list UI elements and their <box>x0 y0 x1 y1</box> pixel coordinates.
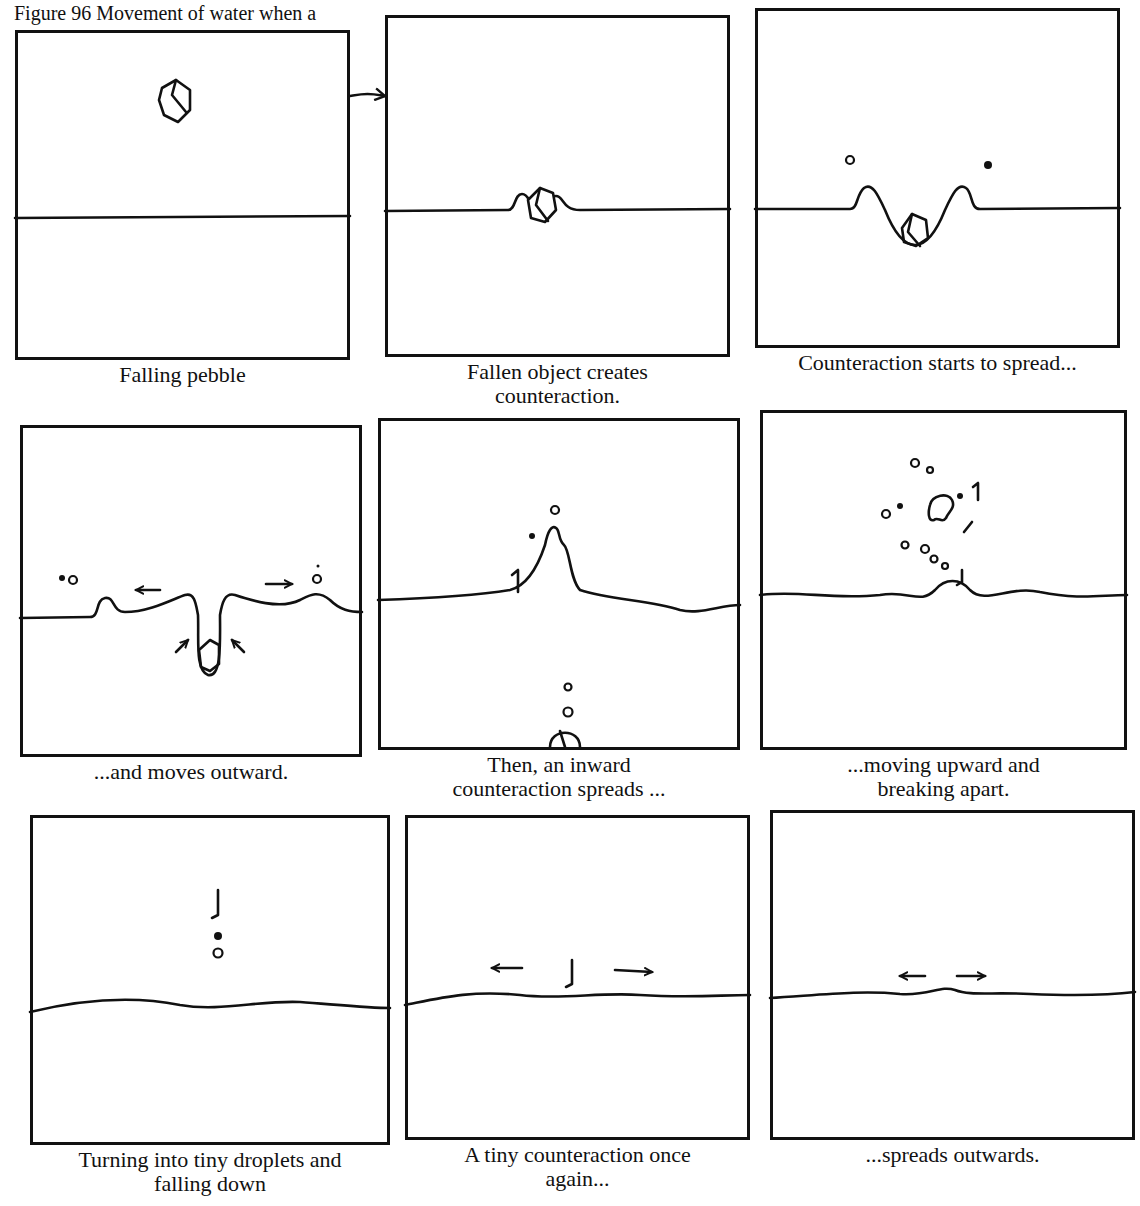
splash-scene-stroke <box>942 563 948 569</box>
outward-wave-scene-stroke <box>313 575 321 583</box>
panel-caption: ...moving upward and breaking apart. <box>808 753 1080 801</box>
crater-scene-stroke <box>755 187 1120 245</box>
panel-caption: Counteraction starts to spread... <box>765 351 1110 375</box>
outward-wave-scene <box>20 565 362 676</box>
comic-panel: A tiny counteraction once again... <box>405 815 750 1140</box>
outward-wave-scene-stroke <box>266 583 292 586</box>
rising-column-scene <box>378 506 740 747</box>
sequence-arrow <box>350 94 385 96</box>
falling-droplets-scene-stroke <box>214 932 222 940</box>
splash-scene-stroke <box>931 556 938 563</box>
final-ripple-scene <box>770 976 1135 998</box>
comic-panel: ...spreads outwards. <box>770 810 1135 1140</box>
impact-scene-stroke <box>528 188 556 222</box>
impact-scene-stroke <box>536 188 548 221</box>
rising-column-scene-stroke <box>565 684 572 691</box>
panel-caption: Fallen object creates counteraction. <box>433 360 683 408</box>
falling-droplets-scene-stroke <box>30 1000 390 1012</box>
final-ripple-scene-stroke <box>900 975 925 978</box>
outward-wave-scene-stroke <box>69 576 77 584</box>
rising-column-scene-stroke <box>550 731 580 747</box>
panel-caption: ...and moves outward. <box>31 760 351 784</box>
crater-scene-stroke <box>902 214 928 246</box>
rising-column-scene-stroke <box>564 708 573 717</box>
figure-title: Figure 96 Movement of water when a <box>14 2 316 24</box>
comic-panel: Fallen object creates counteraction. <box>385 15 730 357</box>
comic-panel: ...moving upward and breaking apart. <box>760 410 1127 750</box>
splash-scene-stroke <box>927 467 933 473</box>
falling-droplets-scene-stroke <box>212 890 218 918</box>
rising-column-scene-stroke <box>529 533 535 539</box>
comic-panel: Falling pebble <box>15 30 350 360</box>
falling-pebble-scene <box>15 80 350 218</box>
falling-pebble-scene-stroke <box>172 80 186 112</box>
rising-column-scene-stroke <box>378 527 740 611</box>
outward-wave-scene-stroke <box>136 589 160 592</box>
splash-scene <box>760 459 1127 597</box>
splash-scene-stroke <box>957 493 963 499</box>
panel-caption: Turning into tiny droplets and falling d… <box>64 1148 356 1196</box>
splash-scene-stroke <box>760 581 1127 597</box>
rising-column-scene-stroke <box>551 506 559 514</box>
falling-pebble-scene-stroke <box>159 80 190 122</box>
comic-panel: Turning into tiny droplets and falling d… <box>30 815 390 1145</box>
outward-wave-scene-stroke <box>199 640 219 671</box>
splash-scene-stroke <box>929 495 953 520</box>
outward-wave-scene-stroke <box>20 594 362 675</box>
outward-wave-scene-stroke <box>317 565 320 568</box>
second-impact-scene-stroke <box>492 967 522 970</box>
crater-scene <box>755 156 1120 246</box>
splash-scene-stroke <box>964 522 972 532</box>
comic-panel: Counteraction starts to spread... <box>755 8 1120 348</box>
panel-caption: A tiny counteraction once again... <box>458 1143 698 1191</box>
panel-caption: Then, an inward counteraction spreads ..… <box>428 753 690 801</box>
falling-droplets-scene <box>30 890 390 1012</box>
crater-scene-stroke <box>846 156 854 164</box>
second-impact-scene-stroke <box>615 970 652 972</box>
splash-scene-stroke <box>921 545 929 553</box>
impact-scene-stroke <box>385 194 730 211</box>
splash-scene-stroke <box>902 542 909 549</box>
final-ripple-scene-stroke <box>770 989 1135 998</box>
final-ripple-scene-stroke <box>957 975 985 978</box>
crater-scene-stroke <box>908 214 920 246</box>
panel-caption: ...spreads outwards. <box>803 1143 1103 1167</box>
second-impact-scene-stroke <box>405 993 750 1005</box>
splash-scene-stroke <box>882 510 890 518</box>
outward-wave-scene-stroke <box>59 575 65 581</box>
splash-scene-stroke <box>897 503 903 509</box>
falling-droplets-scene-stroke <box>214 949 223 958</box>
splash-scene-stroke <box>973 483 978 500</box>
comic-panel: Then, an inward counteraction spreads ..… <box>378 418 740 750</box>
comic-panel: ...and moves outward. <box>20 425 362 757</box>
splash-scene-stroke <box>911 459 919 467</box>
crater-scene-stroke <box>984 161 992 169</box>
splash-scene-stroke <box>957 570 962 585</box>
impact-scene <box>385 188 730 222</box>
second-impact-scene <box>405 960 750 1005</box>
falling-pebble-scene-stroke <box>15 216 350 218</box>
outward-wave-scene-stroke <box>176 640 188 652</box>
outward-wave-scene-stroke <box>232 640 244 652</box>
rising-column-scene-stroke <box>512 570 518 592</box>
panel-caption: Falling pebble <box>33 363 333 387</box>
second-impact-scene-stroke <box>566 960 572 987</box>
